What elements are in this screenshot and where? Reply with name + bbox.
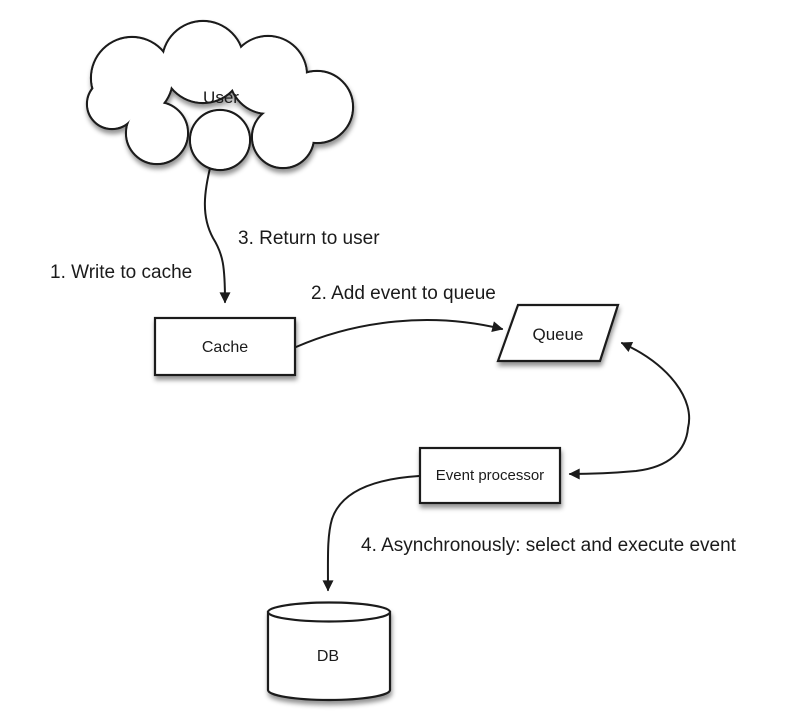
edge-user-to-cache bbox=[203, 163, 231, 304]
edge-eventprocessor-to-queue bbox=[620, 342, 691, 429]
db-cylinder-body bbox=[266, 610, 392, 702]
event-processor-box bbox=[418, 446, 562, 505]
cache-node-label: Cache bbox=[202, 339, 248, 356]
edge-cache-to-queue bbox=[295, 319, 504, 348]
queue-parallelogram bbox=[496, 303, 620, 363]
event-processor-node: Event processor bbox=[418, 446, 562, 505]
cache-box bbox=[153, 316, 297, 377]
cloud-shape bbox=[85, 19, 355, 172]
step2-label: 2. Add event to queue bbox=[311, 283, 496, 304]
step1-label: 1. Write to cache bbox=[50, 262, 192, 283]
step3-label: 3. Return to user bbox=[238, 228, 380, 249]
edge-queue-to-eventprocessor bbox=[568, 427, 689, 480]
queue-node-label: Queue bbox=[532, 325, 583, 344]
event-processor-node-label: Event processor bbox=[436, 467, 544, 484]
db-cylinder-top bbox=[266, 601, 392, 623]
cache-node: Cache bbox=[153, 316, 297, 377]
step4-label: 4. Asynchronously: select and execute ev… bbox=[361, 535, 737, 556]
annotations-layer: 1. Write to cache 2. Add event to queue … bbox=[50, 228, 737, 556]
edges-layer bbox=[203, 163, 691, 592]
user-node-label: User bbox=[203, 88, 239, 107]
queue-node: Queue bbox=[496, 303, 620, 363]
user-cloud-node: User bbox=[85, 19, 355, 172]
edge-eventprocessor-to-db bbox=[322, 475, 420, 592]
db-node: DB bbox=[266, 601, 392, 702]
db-node-label: DB bbox=[317, 648, 339, 665]
